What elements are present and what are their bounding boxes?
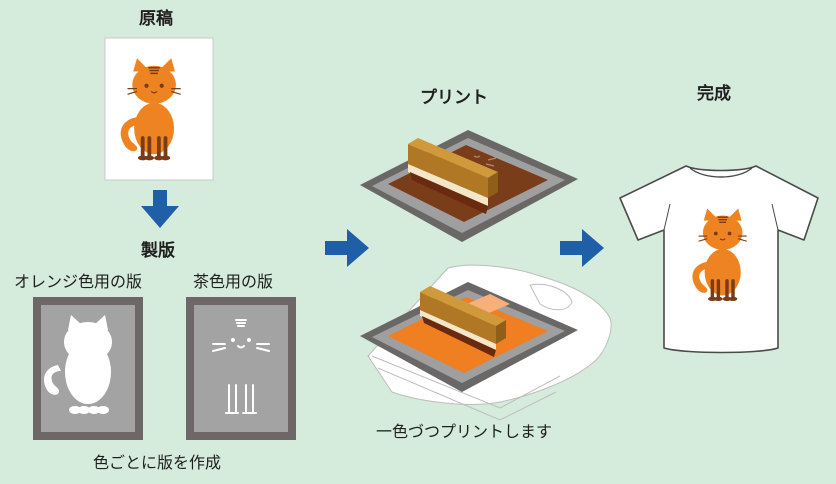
per-color-label: 色ごとに版を作成 bbox=[93, 453, 222, 472]
orange-plate bbox=[33, 297, 143, 440]
platemaking-label: 製版 bbox=[141, 241, 175, 261]
down-arrow-icon bbox=[141, 190, 179, 228]
print-step-brown bbox=[360, 130, 578, 242]
original-label: 原稿 bbox=[139, 9, 173, 29]
one-color-label: 一色づつプリントします bbox=[376, 422, 553, 441]
right-arrow-icon bbox=[325, 229, 369, 267]
print-label: プリント bbox=[420, 88, 488, 108]
squeegee-icon bbox=[408, 138, 498, 214]
print-step-orange bbox=[360, 264, 612, 421]
finished-label: 完成 bbox=[697, 84, 731, 104]
right-arrow-icon bbox=[560, 229, 604, 267]
original-artwork bbox=[104, 37, 214, 181]
brown-plate-label: 茶色用の版 bbox=[193, 272, 274, 291]
squeegee-icon bbox=[420, 286, 506, 357]
tshirt-icon bbox=[619, 165, 819, 354]
brown-plate bbox=[186, 297, 296, 440]
orange-plate-label: オレンジ色用の版 bbox=[14, 272, 143, 291]
